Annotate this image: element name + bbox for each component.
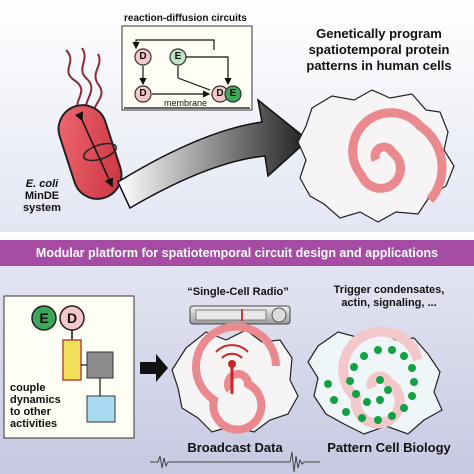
human-cell-top — [297, 89, 455, 223]
membrane-label: membrane — [164, 98, 208, 108]
circuit-diagram — [121, 25, 253, 111]
box-e-label: E — [39, 310, 49, 326]
radio-device — [189, 305, 291, 325]
headline-line-1: Genetically program — [316, 26, 442, 41]
system-word: system — [23, 202, 61, 214]
waveform — [150, 451, 320, 473]
gray-module — [86, 351, 114, 379]
node-d-bound-label: D — [216, 88, 224, 99]
couple-line-4: activities — [10, 418, 58, 430]
node-e-label: E — [174, 51, 182, 62]
ecoli-bacterium — [57, 47, 123, 200]
yellow-module — [62, 339, 82, 381]
node-e-bound-label: E — [229, 88, 237, 99]
headline-line-3: patterns in human cells — [306, 58, 452, 73]
couple-line-3: to other — [10, 406, 51, 418]
broadcast-cell — [171, 322, 299, 434]
broadcast-label: Broadcast Data — [187, 440, 283, 455]
box-e-circle — [31, 305, 57, 331]
pattern-label: Pattern Cell Biology — [327, 440, 451, 455]
trigger-line-2: actin, signaling, ... — [341, 297, 437, 309]
big-curved-arrow — [117, 98, 310, 210]
node-e-bound — [224, 85, 242, 103]
couple-text: couple dynamics to other activities — [10, 382, 61, 430]
node-d-top-label: D — [139, 51, 147, 62]
organism-label: E. coli MinDE system — [10, 178, 74, 214]
radio-title: “Single-Cell Radio” — [187, 286, 289, 298]
node-d-bottom-label: D — [139, 88, 147, 99]
trigger-text: Trigger condensates, actin, signaling, .… — [306, 284, 472, 310]
node-d-bottom — [134, 85, 152, 103]
blue-module — [86, 395, 116, 423]
node-d-top — [134, 48, 152, 66]
green-dots — [324, 346, 418, 424]
system-name: MinDE — [24, 190, 60, 202]
organism-name: E. coli — [25, 178, 59, 190]
small-arrow — [140, 354, 168, 382]
banner-text: Modular platform for spatiotemporal circ… — [35, 246, 439, 260]
banner-bg — [0, 240, 474, 266]
module-box — [3, 295, 135, 439]
pattern-cell — [307, 326, 443, 435]
trigger-line-1: Trigger condensates, — [333, 284, 445, 296]
couple-line-2: dynamics — [10, 394, 61, 406]
circuit-title: reaction-diffusion circuits — [124, 13, 247, 24]
couple-line-1: couple — [10, 382, 46, 394]
headline: Genetically program spatiotemporal prote… — [284, 26, 474, 74]
box-d-label: D — [66, 310, 78, 326]
headline-line-2: spatiotemporal protein — [308, 42, 450, 57]
